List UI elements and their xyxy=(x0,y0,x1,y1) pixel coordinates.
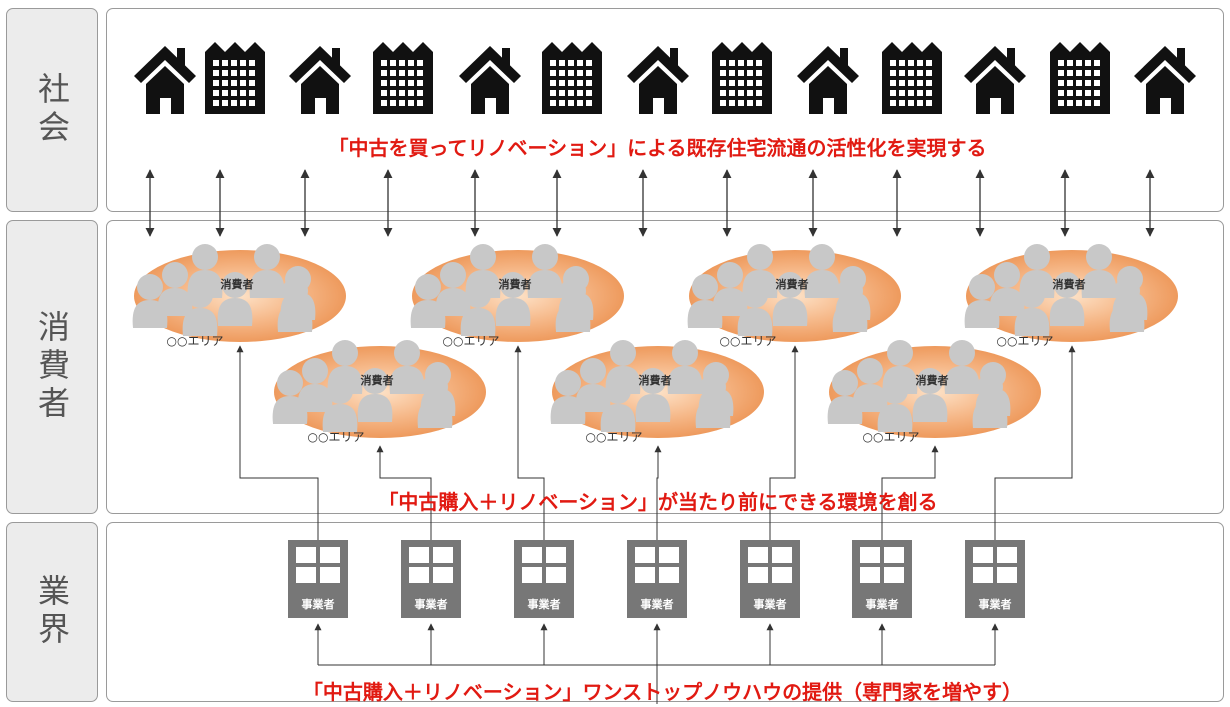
house-icon xyxy=(627,46,689,114)
row-label-industry-box: 業界 xyxy=(6,522,98,702)
building-icon xyxy=(205,42,265,114)
consumer-group: 消費者 ○○エリア xyxy=(827,340,1041,444)
house-icon xyxy=(797,46,859,114)
area-label: ○○エリア xyxy=(720,334,777,348)
consumer-group: 消費者 ○○エリア xyxy=(410,244,624,348)
area-label: ○○エリア xyxy=(863,430,920,444)
business-consumer-arrow xyxy=(769,345,799,540)
row-label-society-box: 社会 xyxy=(6,8,98,212)
house-icon xyxy=(964,46,1026,114)
consumer-group: 消費者 ○○エリア xyxy=(964,244,1178,348)
consumer-group-label: 消費者 xyxy=(361,373,394,387)
consumer-group-label: 消費者 xyxy=(1053,277,1086,291)
consumer-group-label: 消費者 xyxy=(916,373,949,387)
building-icon xyxy=(712,42,772,114)
area-label: ○○エリア xyxy=(443,334,500,348)
business-label: 事業者 xyxy=(866,597,899,611)
business-consumer-arrow xyxy=(376,445,432,540)
building-icon xyxy=(373,42,433,114)
business-consumer-arrow xyxy=(881,445,939,540)
row-label-consumer: 消費者 xyxy=(33,310,71,424)
business-building-icon: 事業者 xyxy=(627,540,687,618)
business-label: 事業者 xyxy=(979,597,1012,611)
row-label-society: 社会 xyxy=(33,72,71,148)
consumer-group: 消費者 ○○エリア xyxy=(272,340,486,444)
building-icon xyxy=(882,42,942,114)
house-icon xyxy=(289,46,351,114)
business-consumer-arrow xyxy=(654,445,662,540)
building-icon xyxy=(1050,42,1110,114)
business-building-icon: 事業者 xyxy=(740,540,800,618)
business-label: 事業者 xyxy=(641,597,674,611)
house-icon xyxy=(134,46,196,114)
house-icon xyxy=(459,46,521,114)
business-label: 事業者 xyxy=(302,597,335,611)
business-consumer-arrow xyxy=(236,345,319,540)
business-consumer-arrow xyxy=(994,345,1076,540)
industry-headline: 「中古購入＋リノベーション」ワンストップノウハウの提供（専門家を増やす） xyxy=(302,680,1023,704)
consumer-group-label: 消費者 xyxy=(499,277,532,291)
business-consumer-arrow xyxy=(514,345,545,540)
business-building-icon: 事業者 xyxy=(514,540,574,618)
business-building-icon: 事業者 xyxy=(288,540,348,618)
consumer-group: 消費者 ○○エリア xyxy=(550,340,764,444)
consumer-group: 消費者 ○○エリア xyxy=(132,244,346,348)
area-label: ○○エリア xyxy=(308,430,365,444)
consumer-headline: 「中古購入＋リノベーション」が当たり前にできる環境を創る xyxy=(378,490,938,514)
consumer-group-label: 消費者 xyxy=(639,373,672,387)
business-label: 事業者 xyxy=(528,597,561,611)
row-label-consumer-box: 消費者 xyxy=(6,220,98,514)
business-building-icon: 事業者 xyxy=(852,540,912,618)
consumer-group-label: 消費者 xyxy=(776,277,809,291)
area-label: ○○エリア xyxy=(997,334,1054,348)
consumer-group: 消費者 ○○エリア xyxy=(687,244,901,348)
business-building-icon: 事業者 xyxy=(401,540,461,618)
business-building-icon: 事業者 xyxy=(965,540,1025,618)
consumer-group-label: 消費者 xyxy=(221,277,254,291)
row-label-industry: 業界 xyxy=(33,574,71,650)
house-icon xyxy=(1134,46,1196,114)
area-label: ○○エリア xyxy=(167,334,224,348)
building-icon xyxy=(542,42,602,114)
business-label: 事業者 xyxy=(754,597,787,611)
business-label: 事業者 xyxy=(415,597,448,611)
society-headline: 「中古を買ってリノベーション」による既存住宅流通の活性化を実現する xyxy=(328,136,987,160)
area-label: ○○エリア xyxy=(586,430,643,444)
